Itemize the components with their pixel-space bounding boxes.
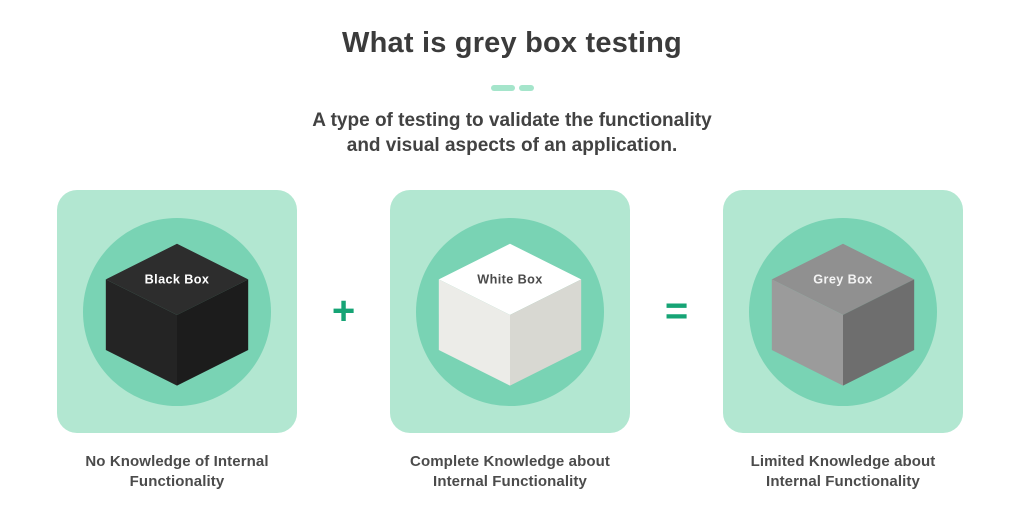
plus-sign: + bbox=[331, 289, 356, 333]
divider-dash-icon bbox=[490, 85, 515, 91]
black-box-column: Black Box No Knowledge of Internal Funct… bbox=[57, 190, 297, 491]
cube-right-face bbox=[843, 278, 915, 386]
subtitle-line: A type of testing to validate the functi… bbox=[312, 110, 712, 131]
subtitle: A type of testing to validate the functi… bbox=[0, 108, 1024, 158]
black-box-cube-icon: Black Box bbox=[105, 243, 249, 386]
cube-right-face bbox=[177, 278, 249, 386]
grey-box-cube-icon: Grey Box bbox=[771, 243, 915, 386]
grey-box-caption: Limited Knowledge about Internal Functio… bbox=[723, 452, 963, 491]
cube-left-face bbox=[438, 278, 510, 386]
caption-line: Complete Knowledge about bbox=[410, 453, 610, 470]
boxes-row: Black Box No Knowledge of Internal Funct… bbox=[57, 190, 963, 491]
page-title: What is grey box testing bbox=[342, 27, 682, 59]
header: What is grey box testing A type of testi… bbox=[0, 0, 1024, 158]
caption-line: Internal Functionality bbox=[433, 472, 587, 490]
cube-top-face bbox=[438, 243, 582, 315]
black-box-panel: Black Box bbox=[57, 190, 297, 433]
caption-line: No Knowledge of Internal bbox=[85, 453, 269, 470]
equals-sign: = bbox=[664, 289, 689, 333]
grey-box-panel: Grey Box bbox=[723, 190, 963, 433]
cube-right-face bbox=[510, 278, 582, 386]
subtitle-line: and visual aspects of an application. bbox=[346, 135, 678, 157]
black-box-caption: No Knowledge of Internal Functionality bbox=[57, 452, 297, 491]
white-box-caption: Complete Knowledge about Internal Functi… bbox=[390, 452, 630, 491]
caption-line: Internal Functionality bbox=[766, 472, 920, 490]
cube-left-face bbox=[771, 278, 843, 386]
white-box-panel: White Box bbox=[390, 190, 630, 433]
black-box-cube-label: Black Box bbox=[145, 272, 210, 286]
cube-top-face bbox=[105, 243, 249, 315]
caption-line: Functionality bbox=[129, 472, 225, 490]
black-box-circle: Black Box bbox=[83, 217, 271, 406]
grey-box-cube-label: Grey Box bbox=[813, 272, 872, 286]
divider-dash-icon bbox=[518, 85, 534, 91]
grey-box-circle: Grey Box bbox=[749, 217, 937, 406]
white-box-cube-label: White Box bbox=[477, 272, 542, 286]
white-box-cube-icon: White Box bbox=[438, 243, 582, 386]
cube-top-face bbox=[771, 243, 915, 315]
grey-box-column: Grey Box Limited Knowledge about Interna… bbox=[723, 190, 963, 491]
white-box-circle: White Box bbox=[416, 217, 604, 406]
white-box-column: White Box Complete Knowledge about Inter… bbox=[390, 190, 630, 491]
caption-line: Limited Knowledge about bbox=[750, 453, 936, 470]
cube-left-face bbox=[105, 278, 177, 386]
title-divider bbox=[0, 85, 1024, 91]
